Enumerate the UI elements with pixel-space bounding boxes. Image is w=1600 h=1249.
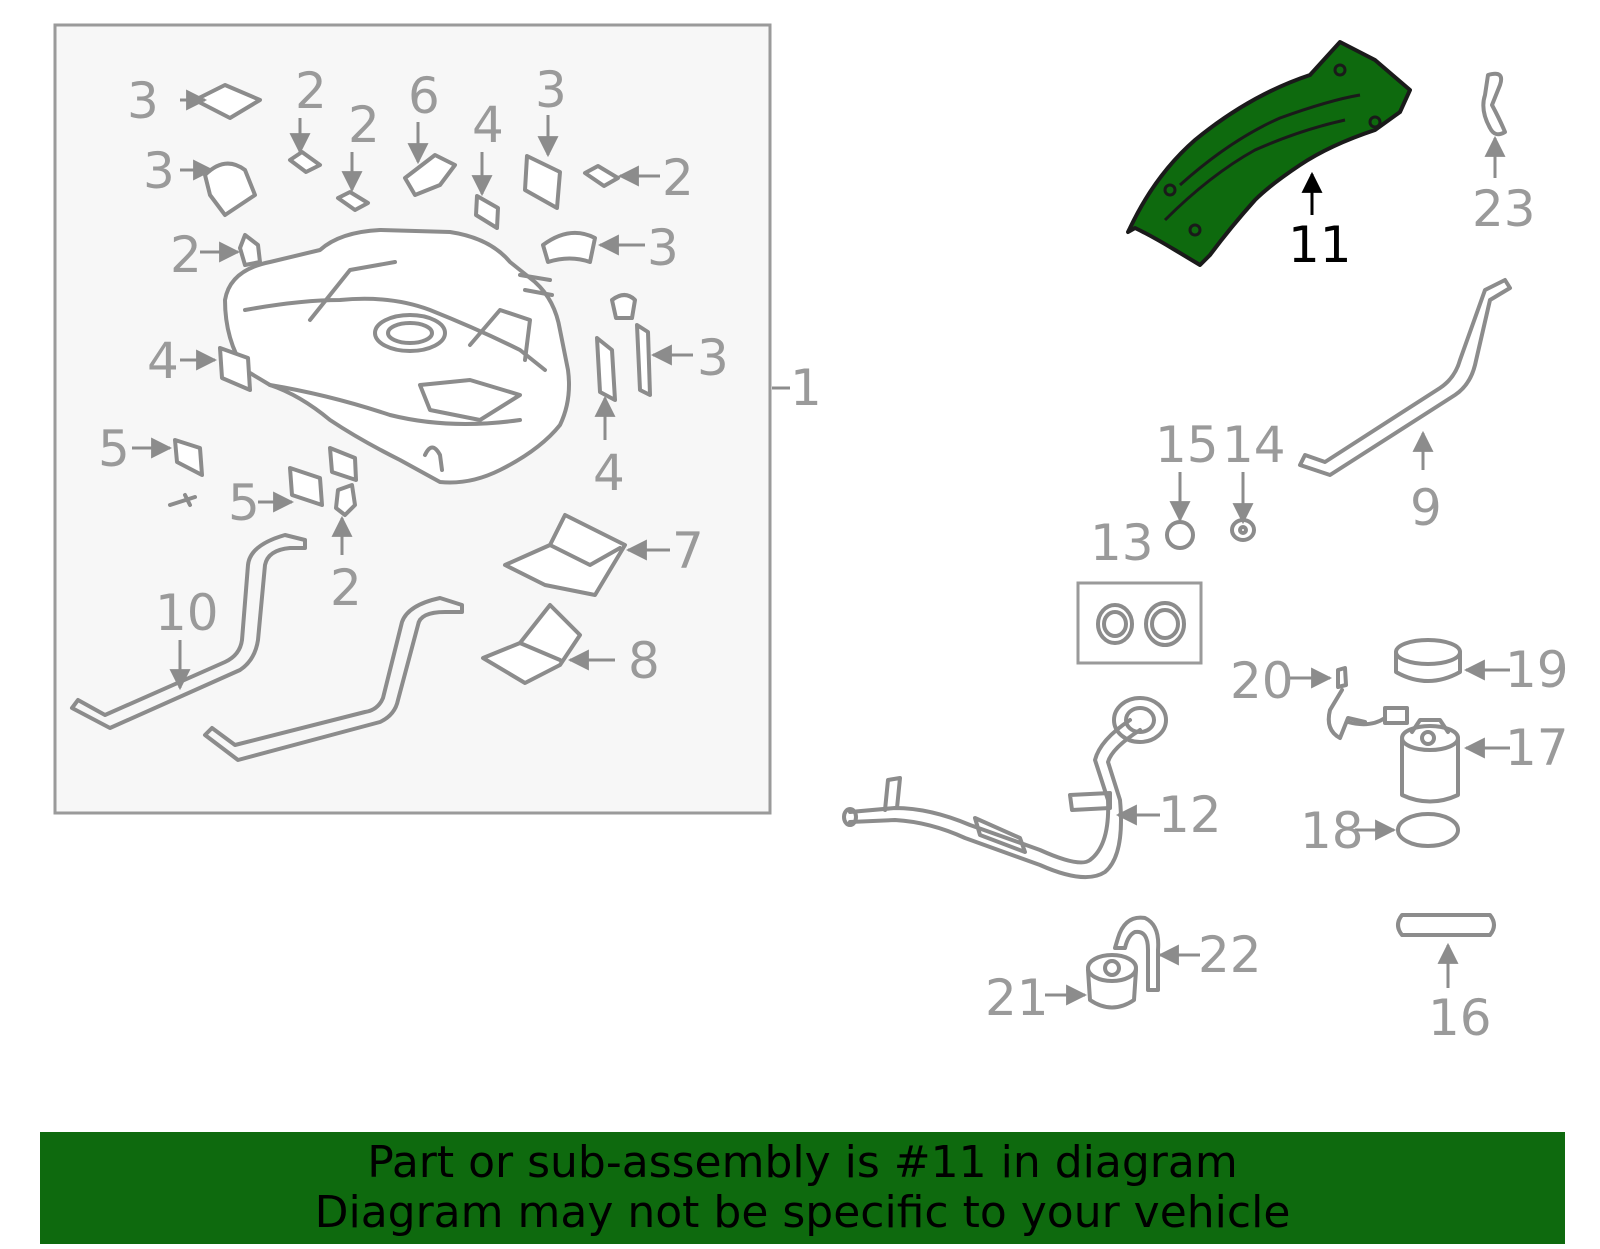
callout-10: 10	[155, 584, 219, 642]
callout-2-c: 2	[348, 96, 380, 154]
callout-4-c: 4	[147, 332, 179, 390]
callout-23: 23	[1472, 180, 1536, 238]
grommet-14	[1230, 518, 1256, 542]
strap-parts	[70, 533, 464, 762]
callout-15: 15	[1155, 416, 1219, 474]
hose-16	[1396, 913, 1496, 937]
heat-shield-11-highlighted	[1126, 40, 1412, 267]
hose-22	[1113, 915, 1161, 992]
callout-2-d: 2	[662, 149, 694, 207]
callout-17: 17	[1505, 719, 1569, 777]
o-ring-15	[1165, 520, 1195, 550]
callout-16: 16	[1428, 989, 1492, 1047]
parts-diagram: 1	[53, 23, 1569, 1047]
callout-12: 12	[1158, 786, 1222, 844]
callout-3-b: 3	[143, 142, 175, 200]
info-banner: Part or sub-assembly is #11 in diagram D…	[40, 1132, 1565, 1244]
callout-18: 18	[1300, 802, 1364, 860]
callout-2-b: 2	[295, 62, 327, 120]
callout-9: 9	[1410, 479, 1442, 537]
callout-8: 8	[628, 632, 660, 690]
callout-21: 21	[985, 969, 1049, 1027]
callout-14: 14	[1222, 416, 1286, 474]
callout-5-a: 5	[98, 420, 130, 478]
callout-1: 1	[790, 359, 822, 417]
callout-5-b: 5	[228, 474, 260, 532]
banner-line-1: Part or sub-assembly is #11 in diagram	[367, 1137, 1238, 1188]
fuel-tank	[223, 228, 571, 485]
callout-4-b: 4	[593, 444, 625, 502]
callout-3-e: 3	[697, 329, 729, 387]
valve-21	[1086, 953, 1138, 1010]
filler-pipe-12	[842, 696, 1168, 880]
callout-2-a: 2	[170, 226, 202, 284]
callout-11: 11	[1288, 216, 1352, 274]
callout-19: 19	[1505, 641, 1569, 699]
callout-22: 22	[1198, 926, 1262, 984]
lock-ring-19	[1394, 638, 1462, 683]
callout-3-d: 3	[647, 219, 679, 277]
callout-3-a: 3	[127, 72, 159, 130]
o-ring-18	[1396, 812, 1460, 848]
pad-parts	[168, 83, 652, 517]
callout-3-c: 3	[535, 61, 567, 119]
callout-6: 6	[408, 67, 440, 125]
clip-23	[1481, 71, 1507, 137]
callout-2-e: 2	[330, 559, 362, 617]
sender-20	[1326, 666, 1409, 740]
callout-4-a: 4	[472, 96, 504, 154]
fuel-pump-17	[1400, 718, 1460, 804]
callout-13: 13	[1090, 514, 1154, 572]
callout-20: 20	[1230, 652, 1294, 710]
callout-7: 7	[672, 522, 704, 580]
strap-9	[1298, 278, 1512, 477]
banner-line-2: Diagram may not be specific to your vehi…	[314, 1187, 1291, 1238]
